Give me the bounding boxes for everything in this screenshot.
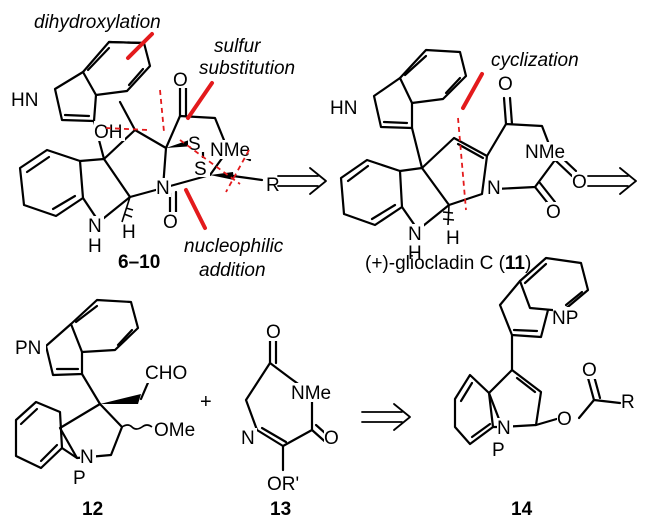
atom-nitrogen: N — [156, 178, 170, 199]
compound-11-close: ) — [525, 253, 531, 274]
atom-pn: PN — [15, 338, 41, 359]
atom-n-12: N — [80, 447, 94, 468]
dashed-disconnection-1 — [105, 127, 149, 131]
retrosynthesis-arrow-3 — [361, 403, 411, 431]
annotation-dihydroxylation: dihydroxylation — [34, 12, 161, 33]
indole-benzene-ring — [81, 40, 152, 97]
atom-h: H — [122, 222, 136, 243]
compound-12-atoms: PN CHO OMe N P — [15, 337, 198, 489]
atom-oxygen-bottom: O — [163, 212, 178, 233]
annotation-bar-dihydroxylation — [126, 32, 154, 60]
cyclization-annotation: cyclization — [457, 50, 579, 211]
compound-6-10-atoms: HN OH O S S NMe N O N H H R — [11, 70, 280, 257]
annotation-nucleophilic-line2: addition — [199, 260, 266, 281]
atom-cho: CHO — [145, 363, 187, 384]
dashed-disconnection-2 — [159, 89, 165, 133]
atom-h-11: H — [446, 228, 460, 249]
atom-hn: HN — [11, 90, 38, 111]
atom-p-14: P — [492, 440, 505, 461]
atom-np: NP — [552, 308, 578, 329]
atom-ome: OMe — [154, 420, 195, 441]
atom-h-on-n: H — [88, 236, 102, 257]
indole-pyrrole-ring — [53, 70, 98, 123]
dashed-disconnection-3 — [179, 139, 241, 185]
annotation-cyclization: cyclization — [491, 50, 579, 71]
svg-text:(+)-gliocladin C (11): (+)-gliocladin C (11) — [365, 253, 531, 274]
annotation-nucleophilic-line1: nucleophilic — [184, 236, 284, 257]
compound-label-14: 14 — [511, 499, 533, 520]
compound-11-name: (+)-gliocladin C ( — [365, 253, 506, 274]
atom-r-14: R — [621, 392, 635, 413]
atom-oxygen-top: O — [173, 70, 188, 91]
compound-11 — [339, 48, 578, 232]
plus-sign: + — [200, 391, 212, 413]
atom-r: R — [266, 175, 280, 196]
compound-label-13: 13 — [270, 499, 291, 520]
pyrrolidine-ring — [102, 128, 168, 199]
compound-label-11: (+)-gliocladin C (11) — [365, 253, 531, 274]
atom-n-14: N — [497, 418, 511, 439]
annotation-bar-cyclization — [461, 72, 484, 110]
atom-nme: NMe — [210, 140, 250, 161]
atom-oxygen-11-right: O — [572, 172, 587, 193]
retrosynthesis-arrow-1 — [277, 167, 327, 195]
atom-hn-11: HN — [330, 98, 357, 119]
atom-nh: N — [88, 216, 102, 237]
atom-nme-11: NMe — [525, 142, 565, 163]
compound-11-number: 11 — [505, 253, 526, 274]
atom-sulfur-2: S — [194, 159, 207, 180]
dashed-disconnection-cyclization — [457, 117, 467, 211]
atom-oxygen-13-right: O — [324, 428, 339, 449]
compound-14 — [453, 256, 622, 446]
atom-n-13: N — [241, 428, 255, 449]
atom-nitrogen-11: N — [487, 178, 501, 199]
compound-13-atoms: O NMe N O OR' — [241, 322, 340, 495]
atom-oh: OH — [94, 122, 123, 143]
atom-sulfur-1: S — [188, 134, 201, 155]
retrosynthesis-arrow-2 — [587, 167, 637, 195]
annotation-sulfur-line1: sulfur — [214, 36, 261, 57]
compound-label-12: 12 — [82, 499, 103, 520]
atom-p-12: P — [73, 468, 86, 489]
atom-or: OR' — [267, 474, 299, 495]
compound-14-atoms: NP O O R N P — [492, 307, 635, 461]
compound-12 — [14, 298, 153, 470]
compound-label-6-10: 6–10 — [118, 252, 160, 273]
dashed-disconnection-4 — [225, 149, 250, 193]
atom-nh-11: N — [408, 224, 422, 245]
benzene-ring-lower — [18, 148, 85, 218]
annotation-bar-nucleophilic — [184, 188, 207, 230]
atom-oxygen-11-bottom-left: O — [546, 202, 561, 223]
atom-oxygen-14-carbonyl: O — [582, 360, 597, 381]
atom-oxygen-14-ester: O — [557, 409, 572, 430]
atom-h-on-n-11: H — [408, 243, 422, 264]
compound-13 — [244, 338, 336, 472]
atom-nme-13: NMe — [291, 383, 331, 404]
annotation-bar-sulfur — [186, 81, 214, 120]
atom-oxygen-13-top: O — [266, 322, 281, 343]
atom-oxygen-11-top: O — [498, 74, 513, 95]
disconnection-annotations: dihydroxylation sulfur substitution nucl… — [34, 12, 295, 281]
compound-11-atoms: HN O NMe N O O N H H — [330, 74, 588, 264]
annotation-sulfur-line2: substitution — [199, 58, 295, 79]
